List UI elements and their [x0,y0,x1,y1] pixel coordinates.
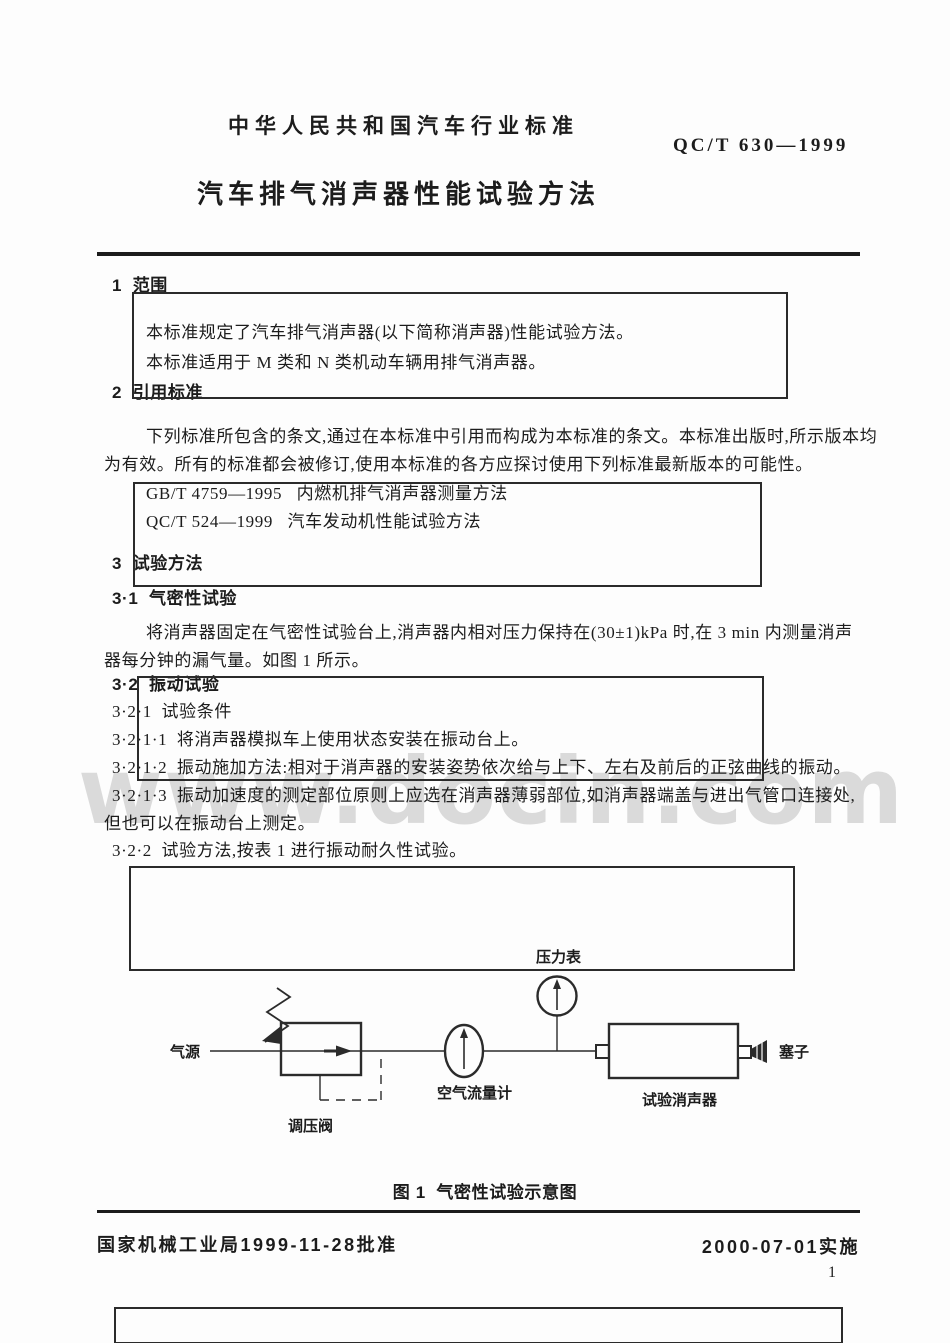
scope-paragraph-2: 本标准适用于 M 类和 N 类机动车辆用排气消声器。 [146,353,546,372]
clause-3-2-1-1: 3·2·1·1 将消声器模拟车上使用状态安装在振动台上。 [112,730,529,749]
references-paragraph-line-2: 为有效。所有的标准都会被修订,使用本标准的各方应探讨使用下列标准最新版本的可能性… [104,455,813,474]
footer-divider [97,1210,860,1213]
clause-3-2-1-3-line-2: 但也可以在振动台上测定。 [104,814,316,833]
plug-label: 塞子 [779,1043,809,1061]
clause-3-2-1-2: 3·2·1·2 振动施加方法:相对于消声器的安装姿势依次给与上下、左右及前后的正… [112,758,852,777]
annotation-box-figure-area [129,866,795,971]
airtightness-test-schematic: 压力表 气源 调压阀 空气流量计 塞子 试验消声器 [169,948,809,1135]
muffler-inlet-stub [595,1044,610,1059]
pressure-gauge-needle-arrowhead [553,979,561,989]
reference-qct-524: QC/T 524—1999 汽车发动机性能试验方法 [146,512,482,531]
clause-3-2-2: 3·2·2 试验方法,按表 1 进行振动耐久性试验。 [112,841,467,860]
flow-arrow-head [336,1045,352,1057]
air-source-label: 气源 [169,1043,200,1061]
valve-triangle-icon [262,1026,281,1044]
docin-watermark: www.docin.com [78,738,905,845]
regulator-valve-label: 调压阀 [288,1117,333,1135]
clause-3-2-1-3-line-1: 3·2·1·3 振动加速度的测定部位原则上应选在消声器薄弱部位,如消声器端盖与进… [112,786,856,805]
annotation-box-references [133,482,762,587]
airtightness-paragraph-line-1: 将消声器固定在气密性试验台上,消声器内相对压力保持在(30±1)kPa 时,在 … [146,623,853,642]
plug-shape [751,1040,767,1063]
regulator-valve-box [279,1021,363,1077]
section-3-2-1-heading: 3·2·1 试验条件 [112,702,232,721]
approval-note: 国家机械工业局1999-11-28批准 [97,1235,398,1255]
section-3-2-heading: 3·2 振动试验 [112,675,220,694]
page-number: 1 [828,1264,837,1281]
standard-class-title: 中华人民共和国汽车行业标准 [228,115,579,138]
header-divider [97,252,860,256]
section-3-heading: 3 试验方法 [112,554,204,573]
figure-1-caption: 图 1 气密性试验示意图 [392,1183,578,1202]
air-flow-meter-label: 空气流量计 [437,1084,512,1102]
airtightness-paragraph-line-2: 器每分钟的漏气量。如图 1 所示。 [104,651,370,670]
section-3-1-heading: 3·1 气密性试验 [112,589,238,608]
flow-meter-needle-arrowhead [460,1028,468,1038]
document-title: 汽车排气消声器性能试验方法 [197,179,601,209]
annotation-box-bottom [114,1307,843,1343]
scope-paragraph-1: 本标准规定了汽车排气消声器(以下简称消声器)性能试验方法。 [146,323,634,342]
reference-gbt-4759: GB/T 4759—1995 内燃机排气消声器测量方法 [146,484,508,503]
annotation-box-vibration [137,676,764,781]
test-muffler-label: 试验消声器 [642,1091,718,1109]
implementation-note: 2000-07-01实施 [701,1237,860,1257]
annotation-box-scope [132,292,788,399]
muffler-body [607,1022,740,1080]
pressure-gauge-label: 压力表 [536,948,582,966]
muffler-outlet-stub [737,1045,752,1059]
section-1-heading: 1 范围 [112,276,168,295]
references-paragraph-line-1: 下列标准所包含的条文,通过在本标准中引用而构成为本标准的条文。本标准出版时,所示… [146,427,878,446]
standard-number: QC/T 630—1999 [673,135,849,156]
